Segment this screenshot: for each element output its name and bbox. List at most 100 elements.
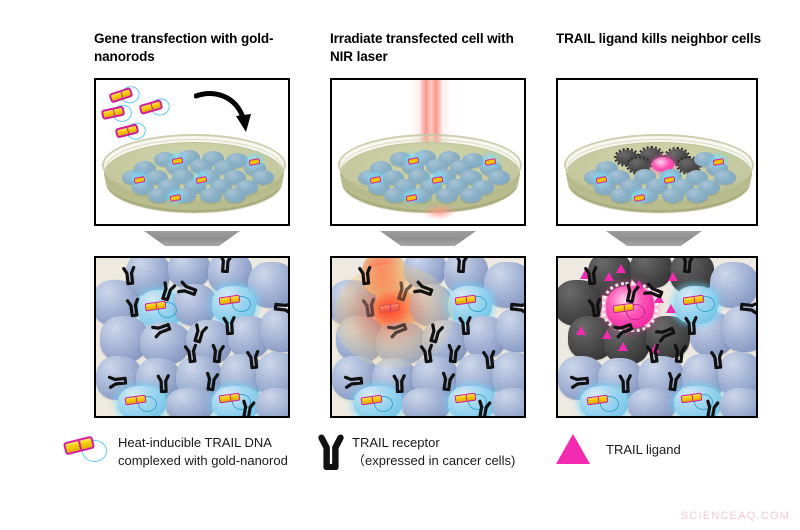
intracellular-nanorod-icon bbox=[682, 292, 716, 312]
dish-nanorod-icon bbox=[170, 154, 185, 165]
legend-nanorod-line1: Heat-inducible TRAIL DNA bbox=[118, 435, 272, 450]
dish-nanorod-icon bbox=[662, 173, 677, 184]
tissue-closeup-heating-panel bbox=[330, 256, 526, 418]
flow-connector-1 bbox=[144, 231, 240, 246]
dish-nanorod-icon bbox=[404, 191, 419, 202]
panel-title-1: Gene transfection with gold-nanorods bbox=[94, 31, 274, 64]
petri-dish-irradiation-panel bbox=[330, 78, 526, 226]
dish-nanorod-icon bbox=[483, 155, 498, 166]
trail-receptor-icon bbox=[419, 343, 434, 364]
trail-receptor-icon bbox=[358, 265, 372, 286]
trail-receptor-icon bbox=[125, 297, 140, 318]
trail-ligand-triangle-icon bbox=[556, 434, 590, 464]
trail-ligand-icon bbox=[580, 270, 590, 279]
trail-ligand-icon bbox=[576, 326, 586, 335]
trail-ligand-icon bbox=[654, 294, 664, 303]
trail-receptor-icon bbox=[429, 323, 444, 344]
intracellular-nanorod-icon bbox=[218, 390, 252, 410]
trail-receptor-icon bbox=[710, 349, 724, 370]
trail-ligand-icon bbox=[604, 272, 614, 281]
intracellular-nanorod-icon bbox=[218, 292, 252, 312]
transfection-arrow-icon bbox=[194, 91, 251, 132]
intracellular-nanorod-icon bbox=[680, 390, 714, 410]
figure-legend: Heat-inducible TRAIL DNA complexed with … bbox=[0, 428, 800, 498]
trail-receptor-icon bbox=[107, 375, 128, 389]
panel-title-2: Irradiate transfected cell with NIR lase… bbox=[330, 31, 514, 64]
trail-receptor-icon bbox=[455, 258, 469, 274]
flow-connector-2 bbox=[380, 231, 476, 246]
trail-receptor-icon bbox=[478, 399, 492, 416]
petri-dish bbox=[564, 132, 754, 216]
trail-receptor-icon bbox=[739, 301, 756, 315]
trail-receptor-icon bbox=[273, 301, 288, 315]
dish-nanorod-icon bbox=[711, 155, 726, 166]
trail-receptor-icon bbox=[211, 343, 225, 364]
trail-receptor-icon bbox=[509, 301, 524, 315]
dish-nanorod-icon bbox=[632, 191, 647, 202]
tissue-closeup-transfection-panel bbox=[94, 256, 290, 418]
trail-receptor-icon bbox=[343, 375, 364, 389]
trail-ligand-icon bbox=[668, 272, 678, 281]
intracellular-nanorod-icon bbox=[124, 392, 158, 412]
trail-receptor-icon bbox=[684, 316, 698, 336]
dish-nanorod-icon bbox=[247, 155, 262, 166]
petri-dish-apoptosis-panel bbox=[556, 78, 758, 226]
trail-receptor-icon bbox=[161, 281, 177, 302]
trail-ligand-icon bbox=[618, 342, 628, 351]
trail-receptor-icon bbox=[242, 399, 256, 416]
trail-receptor-icon bbox=[392, 374, 406, 394]
trail-receptor-icon bbox=[643, 282, 664, 299]
trail-receptor-icon bbox=[441, 371, 456, 392]
trail-receptor-icon bbox=[122, 265, 136, 286]
dish-nanorod-icon bbox=[406, 154, 421, 165]
trail-receptor-icon bbox=[584, 265, 598, 286]
trail-receptor-icon bbox=[625, 283, 640, 304]
trail-receptor-icon bbox=[458, 316, 472, 336]
trail-receptor-icon bbox=[618, 374, 632, 394]
trail-receptor-icon bbox=[193, 323, 208, 344]
trail-receptor-icon bbox=[151, 323, 172, 339]
trail-receptor-icon bbox=[667, 371, 682, 392]
watermark: SCIENCEAQ.COM bbox=[680, 510, 790, 522]
trail-receptor-icon bbox=[156, 374, 170, 394]
column-apoptosis: TRAIL ligand kills neighbor cells bbox=[514, 0, 761, 530]
free-nanorod-icon bbox=[138, 96, 172, 121]
trail-receptor-icon bbox=[177, 280, 198, 296]
tissue-closeup-apoptosis-panel bbox=[556, 256, 758, 418]
free-nanorod-icon bbox=[100, 103, 134, 126]
heated-nanorod-icon bbox=[378, 300, 412, 320]
legend-receptor-line2: （expressed in cancer cells) bbox=[352, 452, 516, 468]
column-transfection: Gene transfection with gold-nanorods bbox=[52, 0, 290, 530]
trail-receptor-icon bbox=[183, 343, 198, 364]
trail-receptor-icon bbox=[219, 258, 233, 274]
trail-receptor-icon bbox=[706, 399, 720, 416]
intracellular-nanorod-icon bbox=[144, 298, 178, 318]
petri-dish-transfection-panel bbox=[94, 78, 290, 226]
trail-receptor-icon bbox=[318, 434, 344, 470]
gold-nanorod-dna-icon bbox=[62, 435, 108, 462]
column-irradiation: Irradiate transfected cell with NIR lase… bbox=[288, 0, 526, 530]
trail-receptor-icon bbox=[673, 343, 687, 364]
intracellular-nanorod-icon bbox=[360, 392, 394, 412]
trail-receptor-icon bbox=[655, 326, 676, 343]
trail-receptor-icon bbox=[482, 349, 496, 370]
trail-receptor-icon bbox=[587, 297, 602, 318]
dish-nanorod-icon bbox=[368, 173, 383, 184]
trail-receptor-icon bbox=[205, 371, 220, 392]
intracellular-nanorod-icon bbox=[586, 392, 620, 412]
dish-nanorod-icon bbox=[132, 173, 147, 184]
trail-receptor-icon bbox=[413, 280, 434, 296]
trail-ligand-icon bbox=[634, 280, 644, 289]
flow-connector-3 bbox=[606, 231, 702, 246]
trail-ligand-icon bbox=[602, 330, 612, 339]
laser-spot bbox=[422, 204, 456, 220]
dish-nanorod-icon bbox=[194, 173, 209, 184]
trail-ligand-icon bbox=[616, 264, 626, 273]
intracellular-nanorod-icon bbox=[612, 300, 646, 320]
trail-receptor-icon bbox=[645, 343, 660, 364]
dish-nanorod-icon bbox=[430, 173, 445, 184]
trail-receptor-icon bbox=[447, 343, 461, 364]
petri-dish bbox=[338, 132, 522, 220]
trail-receptor-icon bbox=[613, 323, 634, 339]
